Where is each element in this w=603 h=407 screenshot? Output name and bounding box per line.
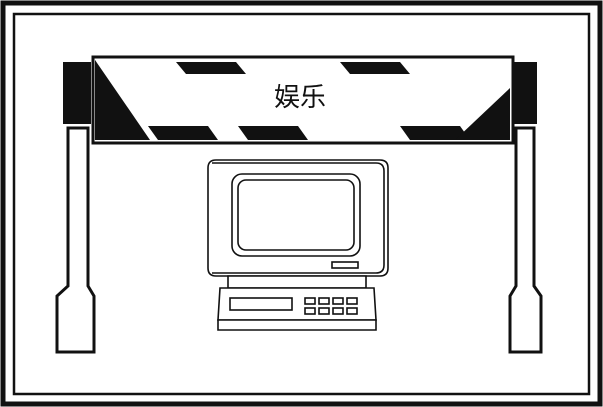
banner-label: 娱乐	[273, 83, 326, 113]
keyboard-console-icon	[217, 275, 377, 331]
right-post	[508, 62, 543, 354]
left-post	[55, 62, 96, 354]
barrier-arm	[91, 55, 515, 145]
inner-frame	[12, 12, 591, 396]
computer-monitor-icon	[207, 159, 389, 277]
